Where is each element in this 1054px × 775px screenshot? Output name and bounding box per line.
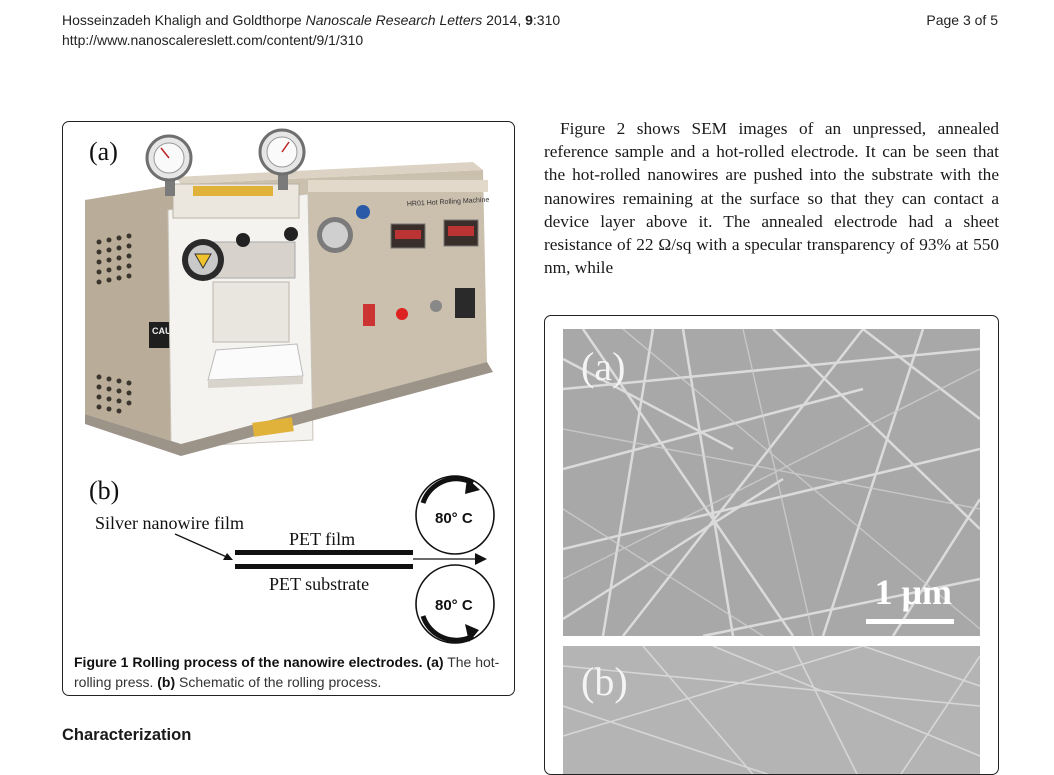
- machine-name-label: HR01 Hot Rolling Machine: [407, 197, 490, 208]
- caption-a-text: The hot-rolling press.: [74, 654, 500, 690]
- page-number: Page 3 of 5: [926, 12, 998, 28]
- header-volume: 9: [525, 12, 533, 28]
- figure-1-panel-a-label: (a): [89, 137, 118, 166]
- header-authors: Hosseinzadeh Khaligh and Goldthorpe: [62, 12, 302, 28]
- header-url[interactable]: http://www.nanoscalereslett.com/content/…: [62, 32, 364, 48]
- header-journal: Nanoscale Research Letters: [305, 12, 483, 28]
- pet-film-label: PET film: [289, 529, 355, 549]
- figure-1: (a) CAU: [62, 121, 515, 696]
- sem-image-a-texture: [562, 328, 982, 638]
- running-header: Hosseinzadeh Khaligh and Goldthorpe Nano…: [62, 10, 560, 50]
- header-year: 2014,: [486, 12, 522, 28]
- caption-a-ref: (a): [426, 654, 444, 670]
- silver-nanowire-film-label: Silver nanowire film: [95, 513, 244, 533]
- figure-1-panel-b-label: (b): [89, 476, 119, 505]
- sem-image-b: (b): [562, 645, 981, 774]
- header-article: :310: [532, 12, 561, 28]
- figure-2-panel-b-label: (b): [581, 659, 628, 704]
- pet-substrate-label: PET substrate: [269, 574, 369, 594]
- sem-image-a: (a) 1 μm: [562, 328, 982, 638]
- scale-bar: [866, 619, 954, 624]
- citation-line: Hosseinzadeh Khaligh and Goldthorpe Nano…: [62, 10, 560, 30]
- top-roller-temperature: 80° C: [435, 510, 473, 527]
- bottom-roller-temperature: 80° C: [435, 597, 473, 614]
- caption-b-text: Schematic of the rolling process.: [179, 674, 382, 690]
- figure-2: (a) 1 μm (b): [544, 315, 999, 775]
- rolling-schematic: Silver nanowire film PET film PET substr…: [95, 475, 495, 644]
- figure-1-caption: Figure 1 Rolling process of the nanowire…: [74, 652, 504, 692]
- hot-rolling-press-photo: CAU HR01 Hot: [85, 128, 493, 456]
- scale-bar-label: 1 μm: [874, 572, 952, 612]
- caption-title: Rolling process of the nanowire electrod…: [132, 654, 423, 670]
- body-paragraph: Figure 2 shows SEM images of an unpresse…: [544, 119, 999, 278]
- figure-2-panel-a-label: (a): [581, 344, 626, 389]
- section-heading: Characterization: [62, 726, 192, 744]
- figure-1-artwork: (a) CAU: [85, 128, 495, 644]
- caution-label: CAU: [152, 326, 172, 336]
- caption-b-ref: (b): [157, 674, 176, 690]
- caption-label: Figure 1: [74, 654, 129, 670]
